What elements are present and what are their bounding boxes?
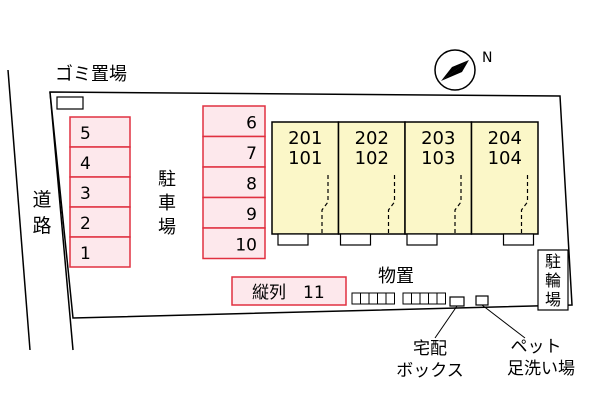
storage-unit	[377, 292, 387, 305]
pet-wash-area	[475, 295, 489, 306]
pet-wash-label-2: 足洗い場	[507, 359, 575, 379]
parking-middle-space-8	[202, 166, 266, 199]
parking-middle-space-label: 8	[246, 174, 257, 194]
road-edge-left	[7, 69, 31, 351]
parking-middle-space-label: 10	[235, 235, 257, 255]
parking-label-3: 場	[158, 217, 176, 238]
storage-unit	[419, 292, 429, 305]
storage-label: 物置	[378, 266, 414, 287]
parking-middle-space-label: 9	[246, 205, 257, 225]
parking-left-space-label: 1	[80, 244, 91, 264]
parking-left-space-1	[69, 236, 131, 268]
parking-left-space-5	[69, 116, 131, 148]
unit-lower-label: 101	[288, 148, 322, 169]
unit-lower-label: 103	[421, 148, 455, 169]
parking-space-11-label: 縦列 11	[252, 283, 325, 303]
road-label-2: 路	[32, 215, 51, 237]
parking-middle-space-label: 7	[246, 144, 257, 164]
unit-entrance-step	[277, 233, 309, 246]
road-label-1: 道	[32, 189, 51, 211]
parking-middle-space-9	[202, 196, 266, 229]
parking-label-1: 駐	[158, 169, 176, 190]
bike-parking-label-3: 場	[545, 290, 561, 309]
unit-interior-wall	[321, 175, 329, 234]
unit-interior-wall	[520, 175, 529, 234]
delivery-box	[449, 296, 465, 307]
storage-unit	[385, 292, 395, 305]
parking-left-space-label: 5	[80, 124, 91, 144]
svg-text:N: N	[482, 50, 492, 66]
garbage-label: ゴミ置場	[55, 64, 127, 85]
parking-left-space-2	[69, 206, 131, 238]
parking-left-space-label: 4	[80, 154, 91, 174]
unit-entrance-step	[406, 233, 438, 246]
parking-left-space-4	[69, 146, 131, 178]
storage-unit	[436, 292, 446, 305]
unit-lower-label: 102	[355, 148, 389, 169]
unit-entrance-step	[339, 233, 372, 246]
storage-units-left	[351, 292, 395, 305]
parking-left-space-label: 2	[80, 214, 91, 234]
parking-label-2: 車	[158, 193, 176, 214]
unit-interior-wall	[454, 175, 462, 234]
pet-wash-label-1: ペット	[511, 337, 562, 357]
storage-unit	[402, 292, 412, 305]
unit-upper-label: 204	[488, 128, 522, 149]
bike-parking-label-1: 駐	[545, 252, 561, 271]
parking-left-space-3	[69, 176, 131, 208]
storage-unit	[411, 292, 421, 305]
delivery-box-label-2: ボックス	[396, 361, 464, 381]
unit-upper-label: 201	[288, 128, 322, 149]
garbage-area	[56, 96, 84, 110]
unit-entrance-step	[502, 233, 535, 246]
north-compass-icon: N	[434, 49, 492, 91]
parking-left-space-label: 3	[80, 184, 91, 204]
parking-left-group: 5 4 3 2 1	[69, 116, 131, 268]
bike-parking-area	[537, 249, 569, 311]
bike-parking-label-2: 輪	[545, 271, 561, 290]
parking-space-11	[231, 276, 347, 306]
storage-unit	[428, 292, 438, 305]
unit-lower-label: 104	[488, 148, 522, 169]
pet-wash-leader	[481, 304, 526, 339]
storage-units-right	[402, 292, 446, 305]
unit-upper-label: 202	[355, 128, 389, 149]
storage-unit	[368, 292, 378, 305]
storage-unit	[351, 292, 361, 305]
unit-upper-label: 203	[421, 128, 455, 149]
storage-unit	[360, 292, 370, 305]
parking-middle-space-10	[202, 227, 266, 260]
parking-middle-group: 6 7 8 9 10	[202, 105, 266, 260]
unit-interior-wall	[387, 175, 396, 234]
delivery-box-label-1: 宅配	[413, 339, 447, 359]
parking-middle-space-label: 6	[246, 113, 257, 133]
delivery-box-leader	[434, 305, 458, 339]
